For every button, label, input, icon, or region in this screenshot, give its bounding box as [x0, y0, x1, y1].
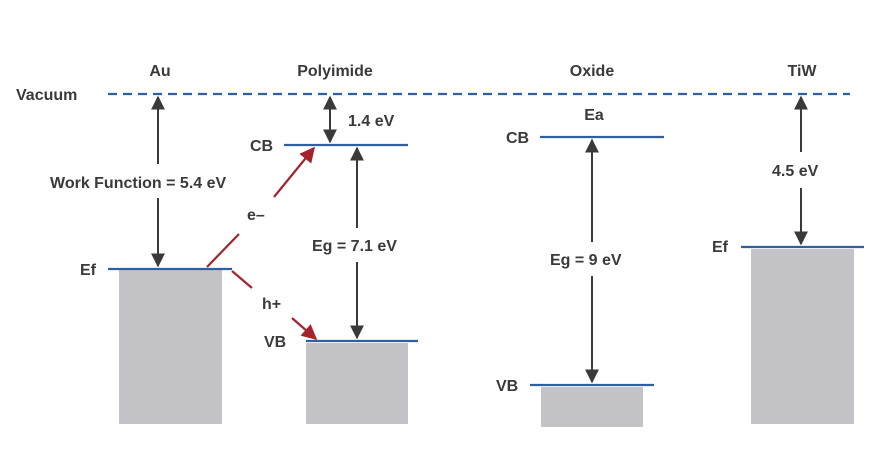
tiw-work-function-label: 4.5 eV: [772, 163, 819, 180]
polyimide-cb-label: CB: [250, 138, 273, 155]
header-tiw: TiW: [787, 63, 817, 80]
hole-arrow-tail: [231, 270, 253, 289]
polyimide-affinity-label: 1.4 eV: [348, 113, 395, 130]
au-work-function-label: Work Function = 5.4 eV: [50, 175, 227, 192]
vacuum-label: Vacuum: [16, 87, 77, 104]
polyimide-gap-label: Eg = 7.1 eV: [312, 238, 397, 255]
polyimide-block: [306, 343, 408, 424]
electron-label: e–: [247, 207, 265, 224]
hole-arrow-head: [291, 317, 318, 341]
au-ef-label: Ef: [80, 262, 97, 279]
polyimide-vb-label: VB: [264, 334, 286, 351]
header-au: Au: [149, 63, 170, 80]
oxide-cb-label: CB: [506, 130, 529, 147]
header-oxide: Oxide: [570, 63, 615, 80]
oxide-gap-label: Eg = 9 eV: [550, 252, 622, 269]
oxide-vb-label: VB: [496, 378, 518, 395]
oxide-block: [541, 387, 643, 427]
oxide-ea-label: Ea: [584, 107, 604, 124]
electron-arrow-tail: [206, 233, 240, 268]
header-polyimide: Polyimide: [297, 63, 373, 80]
hole-label: h+: [262, 296, 281, 313]
au-block: [119, 270, 222, 424]
electron-arrow-head: [273, 146, 315, 198]
tiw-ef-label: Ef: [712, 239, 729, 256]
tiw-block: [751, 249, 854, 424]
